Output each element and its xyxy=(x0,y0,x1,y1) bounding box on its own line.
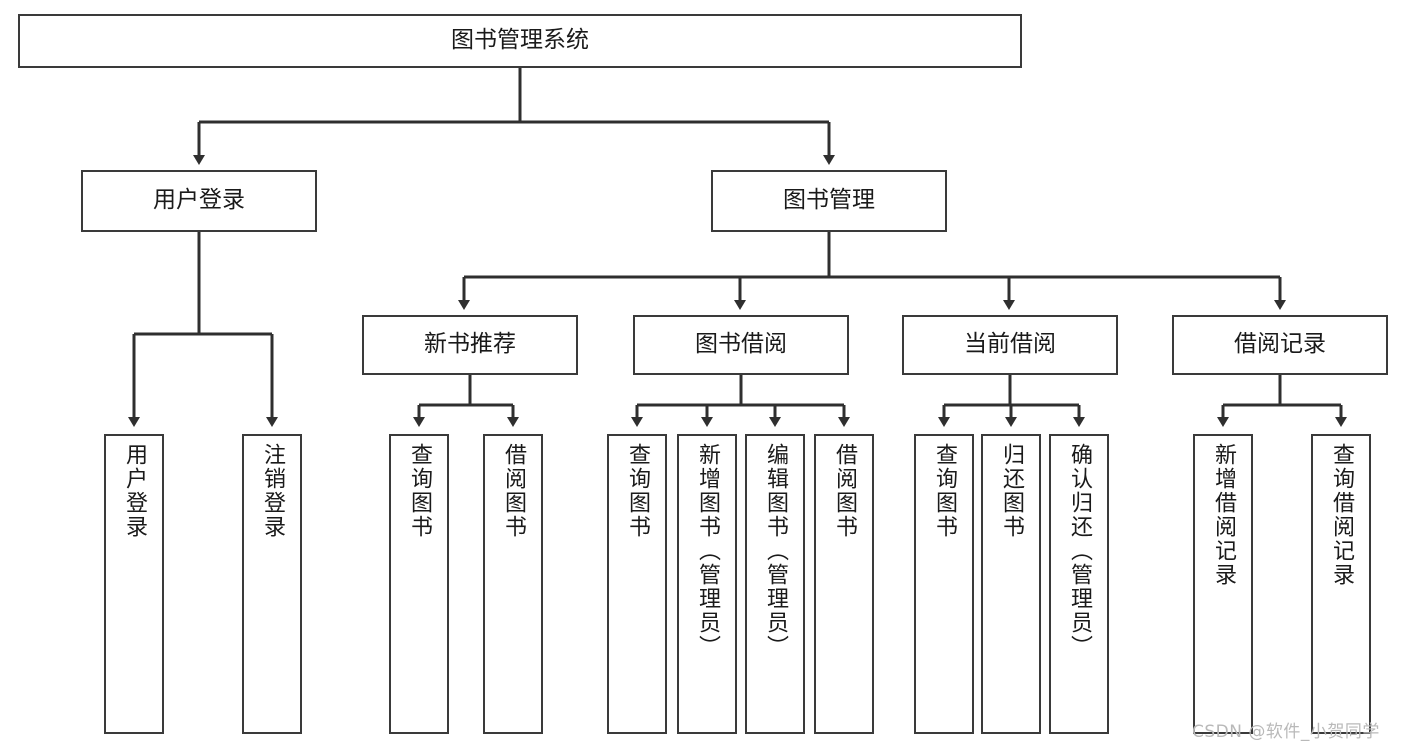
node-root-system[interactable]: 图书管理系统 xyxy=(18,14,1022,68)
leaf-borrow-edit-book-admin[interactable]: 编辑图书（管理员） xyxy=(745,434,805,734)
leaf-record-add-record[interactable]: 新增借阅记录 xyxy=(1193,434,1253,734)
leaf-user-login-signout[interactable]: 注销登录 xyxy=(242,434,302,734)
node-label: 查询图书 xyxy=(407,443,432,539)
node-label: 确认归还（管理员） xyxy=(1067,443,1092,659)
leaf-record-query-record[interactable]: 查询借阅记录 xyxy=(1311,434,1371,734)
leaf-recommend-borrow-book[interactable]: 借阅图书 xyxy=(483,434,543,734)
leaf-current-confirm-return-admin[interactable]: 确认归还（管理员） xyxy=(1049,434,1109,734)
node-label: 查询图书 xyxy=(932,443,957,539)
node-label: 借阅图书 xyxy=(832,443,857,539)
csdn-watermark: CSDN @软件_小贺同学 xyxy=(1192,722,1380,742)
node-user-login[interactable]: 用户登录 xyxy=(81,170,317,232)
node-book-borrow[interactable]: 图书借阅 xyxy=(633,315,849,375)
node-label: 图书管理系统 xyxy=(451,27,589,54)
node-new-book-recommend[interactable]: 新书推荐 xyxy=(362,315,578,375)
node-label: 借阅图书 xyxy=(501,443,526,539)
leaf-borrow-borrow-book[interactable]: 借阅图书 xyxy=(814,434,874,734)
node-book-management[interactable]: 图书管理 xyxy=(711,170,947,232)
leaf-borrow-add-book-admin[interactable]: 新增图书（管理员） xyxy=(677,434,737,734)
node-current-borrow[interactable]: 当前借阅 xyxy=(902,315,1118,375)
leaf-current-query-book[interactable]: 查询图书 xyxy=(914,434,974,734)
node-label: 借阅记录 xyxy=(1234,331,1326,358)
node-label: 用户登录 xyxy=(122,443,147,539)
node-label: 新书推荐 xyxy=(424,331,516,358)
leaf-recommend-query-book[interactable]: 查询图书 xyxy=(389,434,449,734)
node-label: 编辑图书（管理员） xyxy=(763,443,788,659)
node-label: 用户登录 xyxy=(153,187,245,214)
node-label: 查询图书 xyxy=(625,443,650,539)
leaf-borrow-query-book[interactable]: 查询图书 xyxy=(607,434,667,734)
node-label: 新增借阅记录 xyxy=(1211,443,1236,587)
node-label: 当前借阅 xyxy=(964,331,1056,358)
node-label: 图书管理 xyxy=(783,187,875,214)
node-label: 归还图书 xyxy=(999,443,1024,539)
node-borrow-record[interactable]: 借阅记录 xyxy=(1172,315,1388,375)
leaf-user-login-signin[interactable]: 用户登录 xyxy=(104,434,164,734)
node-label: 新增图书（管理员） xyxy=(695,443,720,659)
node-label: 图书借阅 xyxy=(695,331,787,358)
leaf-current-return-book[interactable]: 归还图书 xyxy=(981,434,1041,734)
node-label: 注销登录 xyxy=(260,443,285,539)
node-label: 查询借阅记录 xyxy=(1329,443,1354,587)
